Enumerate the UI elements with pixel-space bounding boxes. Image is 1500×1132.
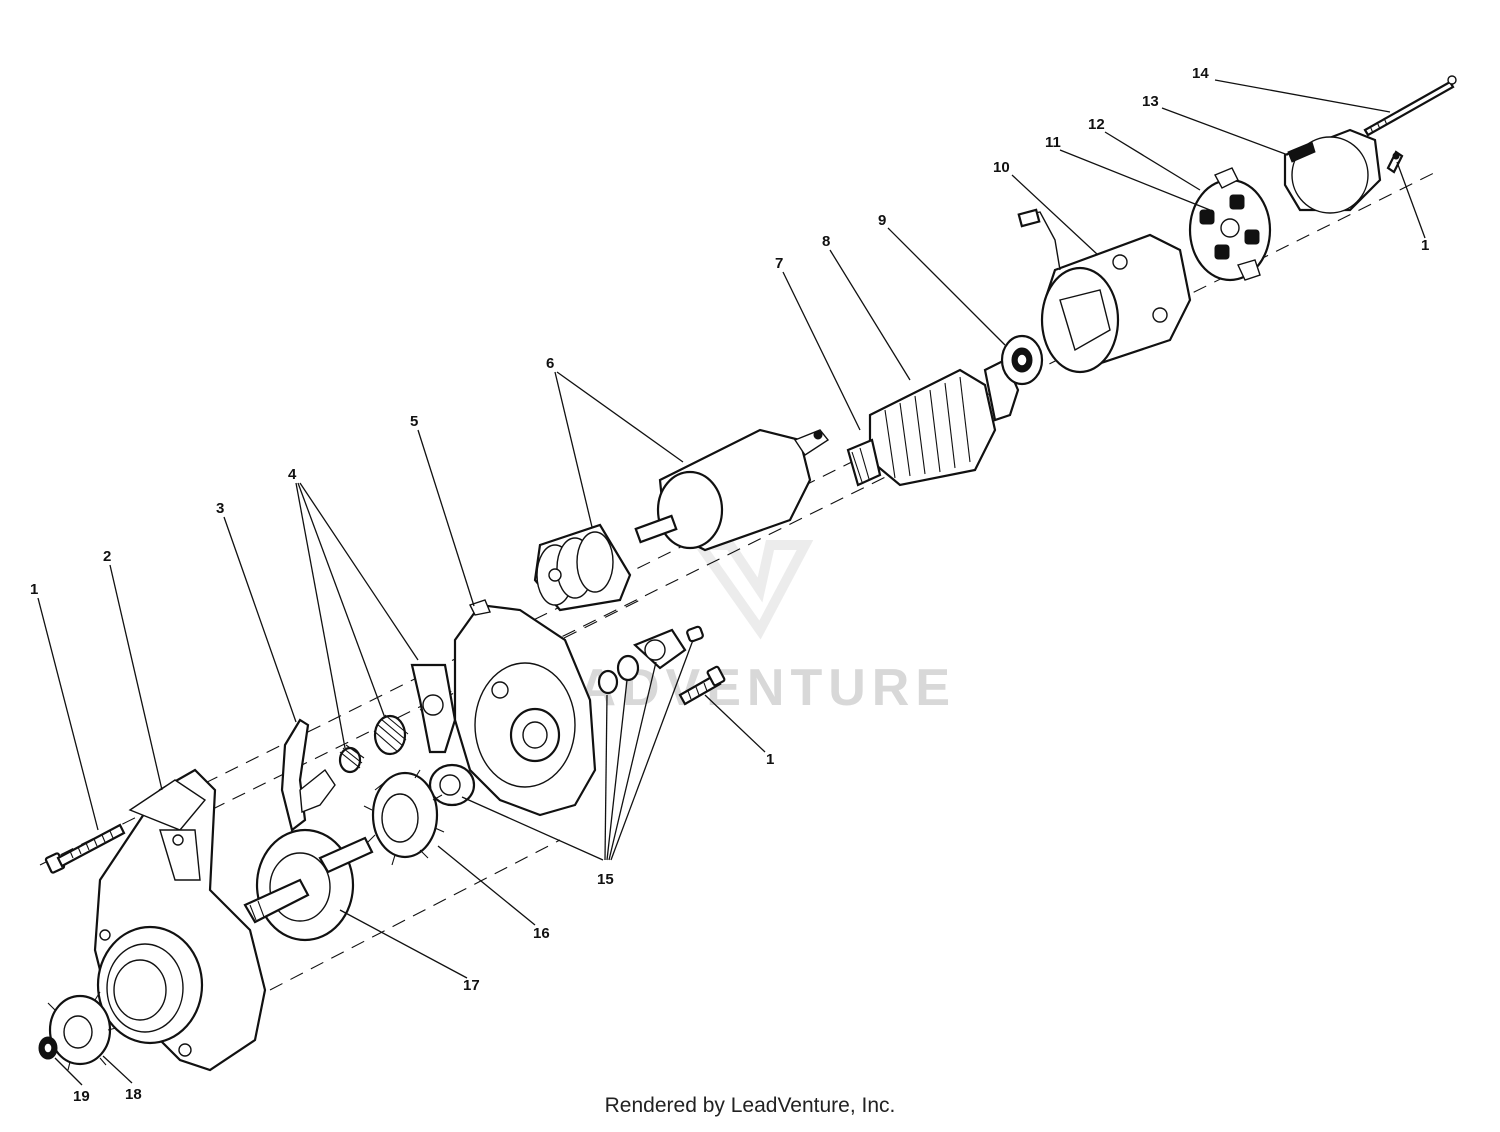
assembly-axes: [39, 169, 1441, 991]
part-end-cover: [1283, 128, 1382, 214]
callout-12: 12: [1088, 116, 1105, 133]
callout-9: 9: [878, 212, 886, 229]
part-front-housing: [93, 768, 267, 1072]
part-bearing: [1000, 334, 1044, 386]
callout-6: 6: [546, 355, 554, 372]
part-shift-lever: [280, 718, 336, 832]
callout-13: 13: [1142, 93, 1159, 110]
rendered-by-footer: Rendered by LeadVenture, Inc.: [604, 1094, 896, 1117]
callout-1-left: 1: [30, 581, 38, 598]
callout-10: 10: [993, 159, 1010, 176]
part-springs: [338, 663, 457, 774]
part-solenoid: [533, 428, 830, 612]
callout-16: 16: [533, 925, 550, 942]
callout-4: 4: [288, 466, 297, 483]
callout-2: 2: [103, 548, 111, 565]
leader-lines: [37, 79, 1426, 1086]
part-nut: [38, 1036, 58, 1060]
callout-8: 8: [822, 233, 830, 250]
callout-7: 7: [775, 255, 783, 272]
part-bolt-mid: [678, 665, 726, 706]
part-armature: [846, 358, 1020, 487]
part-through-bolt: [1363, 75, 1457, 137]
callout-3: 3: [216, 500, 224, 517]
callout-1-mid: 1: [766, 751, 774, 768]
part-drive-shaft: [243, 828, 374, 942]
part-screw-right: [1386, 150, 1404, 174]
callout-19: 19: [73, 1088, 90, 1105]
callout-labels: 1 2 3 4 5 6 7 8 9 10 11 12 13 14 1 1 15 …: [30, 65, 1429, 1105]
callout-1-right: 1: [1421, 237, 1429, 254]
part-bolt-left: [44, 823, 126, 874]
part-yoke-frame: [1017, 208, 1192, 374]
part-gear-housing: [453, 599, 597, 817]
callout-5: 5: [410, 413, 418, 430]
callout-11: 11: [1045, 134, 1061, 151]
callout-14: 14: [1192, 65, 1209, 82]
part-brush-holder: [1188, 167, 1272, 282]
part-washers: [428, 625, 704, 807]
callout-17: 17: [463, 977, 480, 994]
part-gear: [363, 769, 445, 866]
callout-18: 18: [125, 1086, 142, 1103]
callout-15: 15: [597, 871, 614, 888]
